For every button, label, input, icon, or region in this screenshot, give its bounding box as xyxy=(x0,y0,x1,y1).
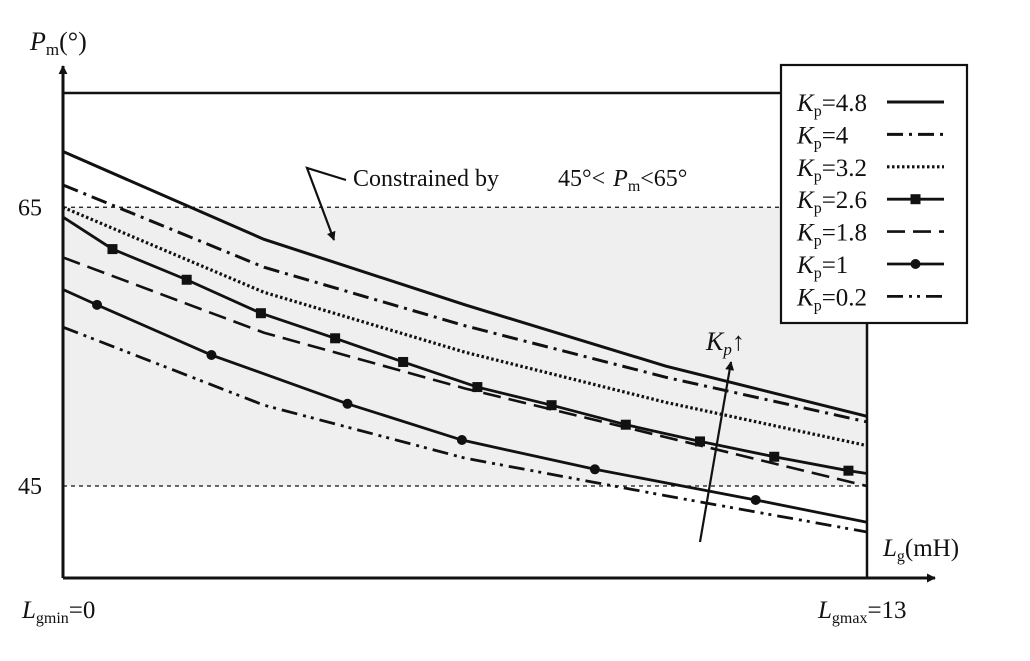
series-line xyxy=(62,288,868,524)
legend-item-kp-4: Kp=4 xyxy=(796,122,944,152)
legend: Kp=4.8Kp=4Kp=3.2Kp=2.6Kp=1.8Kp=1Kp=0.2 xyxy=(796,90,944,314)
kp-trend-subscript: p xyxy=(722,340,732,359)
data-point xyxy=(456,435,467,446)
x-max-symbol: L xyxy=(817,597,832,624)
y-tick-label-65: 65 xyxy=(18,195,42,221)
data-point xyxy=(330,333,341,344)
y-axis-title: Pm(°) xyxy=(29,27,87,59)
legend-item-kp-1-8: Kp=1.8 xyxy=(796,220,944,250)
x-max-value: =13 xyxy=(867,597,906,624)
data-point xyxy=(843,465,854,476)
data-point xyxy=(342,398,353,409)
x-axis-subscript: g xyxy=(897,548,905,565)
data-point xyxy=(398,356,409,367)
series-line xyxy=(62,205,868,448)
constraint-sub: m xyxy=(628,178,641,195)
legend-marker xyxy=(910,259,921,269)
legend-marker xyxy=(910,194,921,205)
series-kp-4 xyxy=(62,183,868,424)
x-min-symbol: L xyxy=(21,597,36,624)
legend-item-kp-1: Kp=1 xyxy=(796,252,944,282)
kp-trend-label: Kp↑ xyxy=(705,327,745,359)
x-axis-title: Lg(mH) xyxy=(882,535,959,565)
data-point xyxy=(589,464,600,475)
data-point xyxy=(472,382,483,393)
legend-item-kp-0-2: Kp=0.2 xyxy=(796,284,944,314)
legend-item-kp-3-2: Kp=3.2 xyxy=(796,155,944,185)
x-max-subscript: gmax xyxy=(832,610,868,627)
series-line xyxy=(62,256,868,488)
data-point xyxy=(255,308,266,319)
constraint-band xyxy=(63,207,867,487)
constraint-annotation: Constrained by 45°< Pm<65° xyxy=(353,166,687,195)
kp-trend-arrow xyxy=(698,361,735,543)
legend-item-kp-2-6: Kp=2.6 xyxy=(796,187,944,217)
series-line xyxy=(62,183,868,424)
data-point xyxy=(181,274,192,285)
y-axis-symbol: P xyxy=(29,27,46,56)
legend-label: Kp=1.8 xyxy=(796,220,867,250)
data-point xyxy=(695,436,706,447)
data-point xyxy=(750,494,761,505)
legend-label: Kp=2.6 xyxy=(796,187,867,217)
data-point xyxy=(92,299,103,310)
series-kp-1-8 xyxy=(62,256,868,488)
x-axis-unit: (mH) xyxy=(905,535,959,562)
legend-label: Kp=3.2 xyxy=(796,155,867,185)
legend-label: Kp=1 xyxy=(796,252,848,282)
series-kp-3-2 xyxy=(62,205,868,448)
legend-box xyxy=(779,63,969,325)
data-point xyxy=(206,350,217,361)
constraint-symbol: P xyxy=(612,166,628,192)
y-tick-label-45: 45 xyxy=(18,474,42,500)
legend-label: Kp=0.2 xyxy=(796,284,867,314)
data-point xyxy=(546,400,557,411)
x-tick-label-max: Lgmax=13 xyxy=(817,597,907,627)
legend-label: Kp=4.8 xyxy=(796,90,867,120)
x-min-value: =0 xyxy=(69,597,96,624)
series-layer xyxy=(62,150,868,534)
constraint-left: 45°< xyxy=(558,166,605,192)
kp-trend-symbol: K xyxy=(705,327,725,356)
legend-label: Kp=4 xyxy=(796,122,849,152)
x-axis-symbol: L xyxy=(882,535,897,562)
y-axis-unit: (°) xyxy=(59,27,87,56)
data-point xyxy=(769,451,780,462)
series-kp-2-6 xyxy=(62,215,868,476)
legend-item-kp-4-8: Kp=4.8 xyxy=(796,90,944,120)
series-kp-4-8 xyxy=(62,150,868,418)
kp-trend-arrow-glyph: ↑ xyxy=(732,327,745,356)
constraint-pointer-arrow xyxy=(305,166,347,241)
y-axis-subscript: m xyxy=(46,40,59,59)
x-tick-label-min: Lgmin=0 xyxy=(21,597,95,627)
constraint-text: Constrained by xyxy=(353,166,499,192)
x-min-subscript: gmin xyxy=(36,610,69,627)
constraint-right: <65° xyxy=(640,166,687,192)
series-line xyxy=(62,150,868,418)
data-point xyxy=(620,419,631,430)
data-point xyxy=(107,244,118,255)
series-kp-1 xyxy=(62,288,868,524)
